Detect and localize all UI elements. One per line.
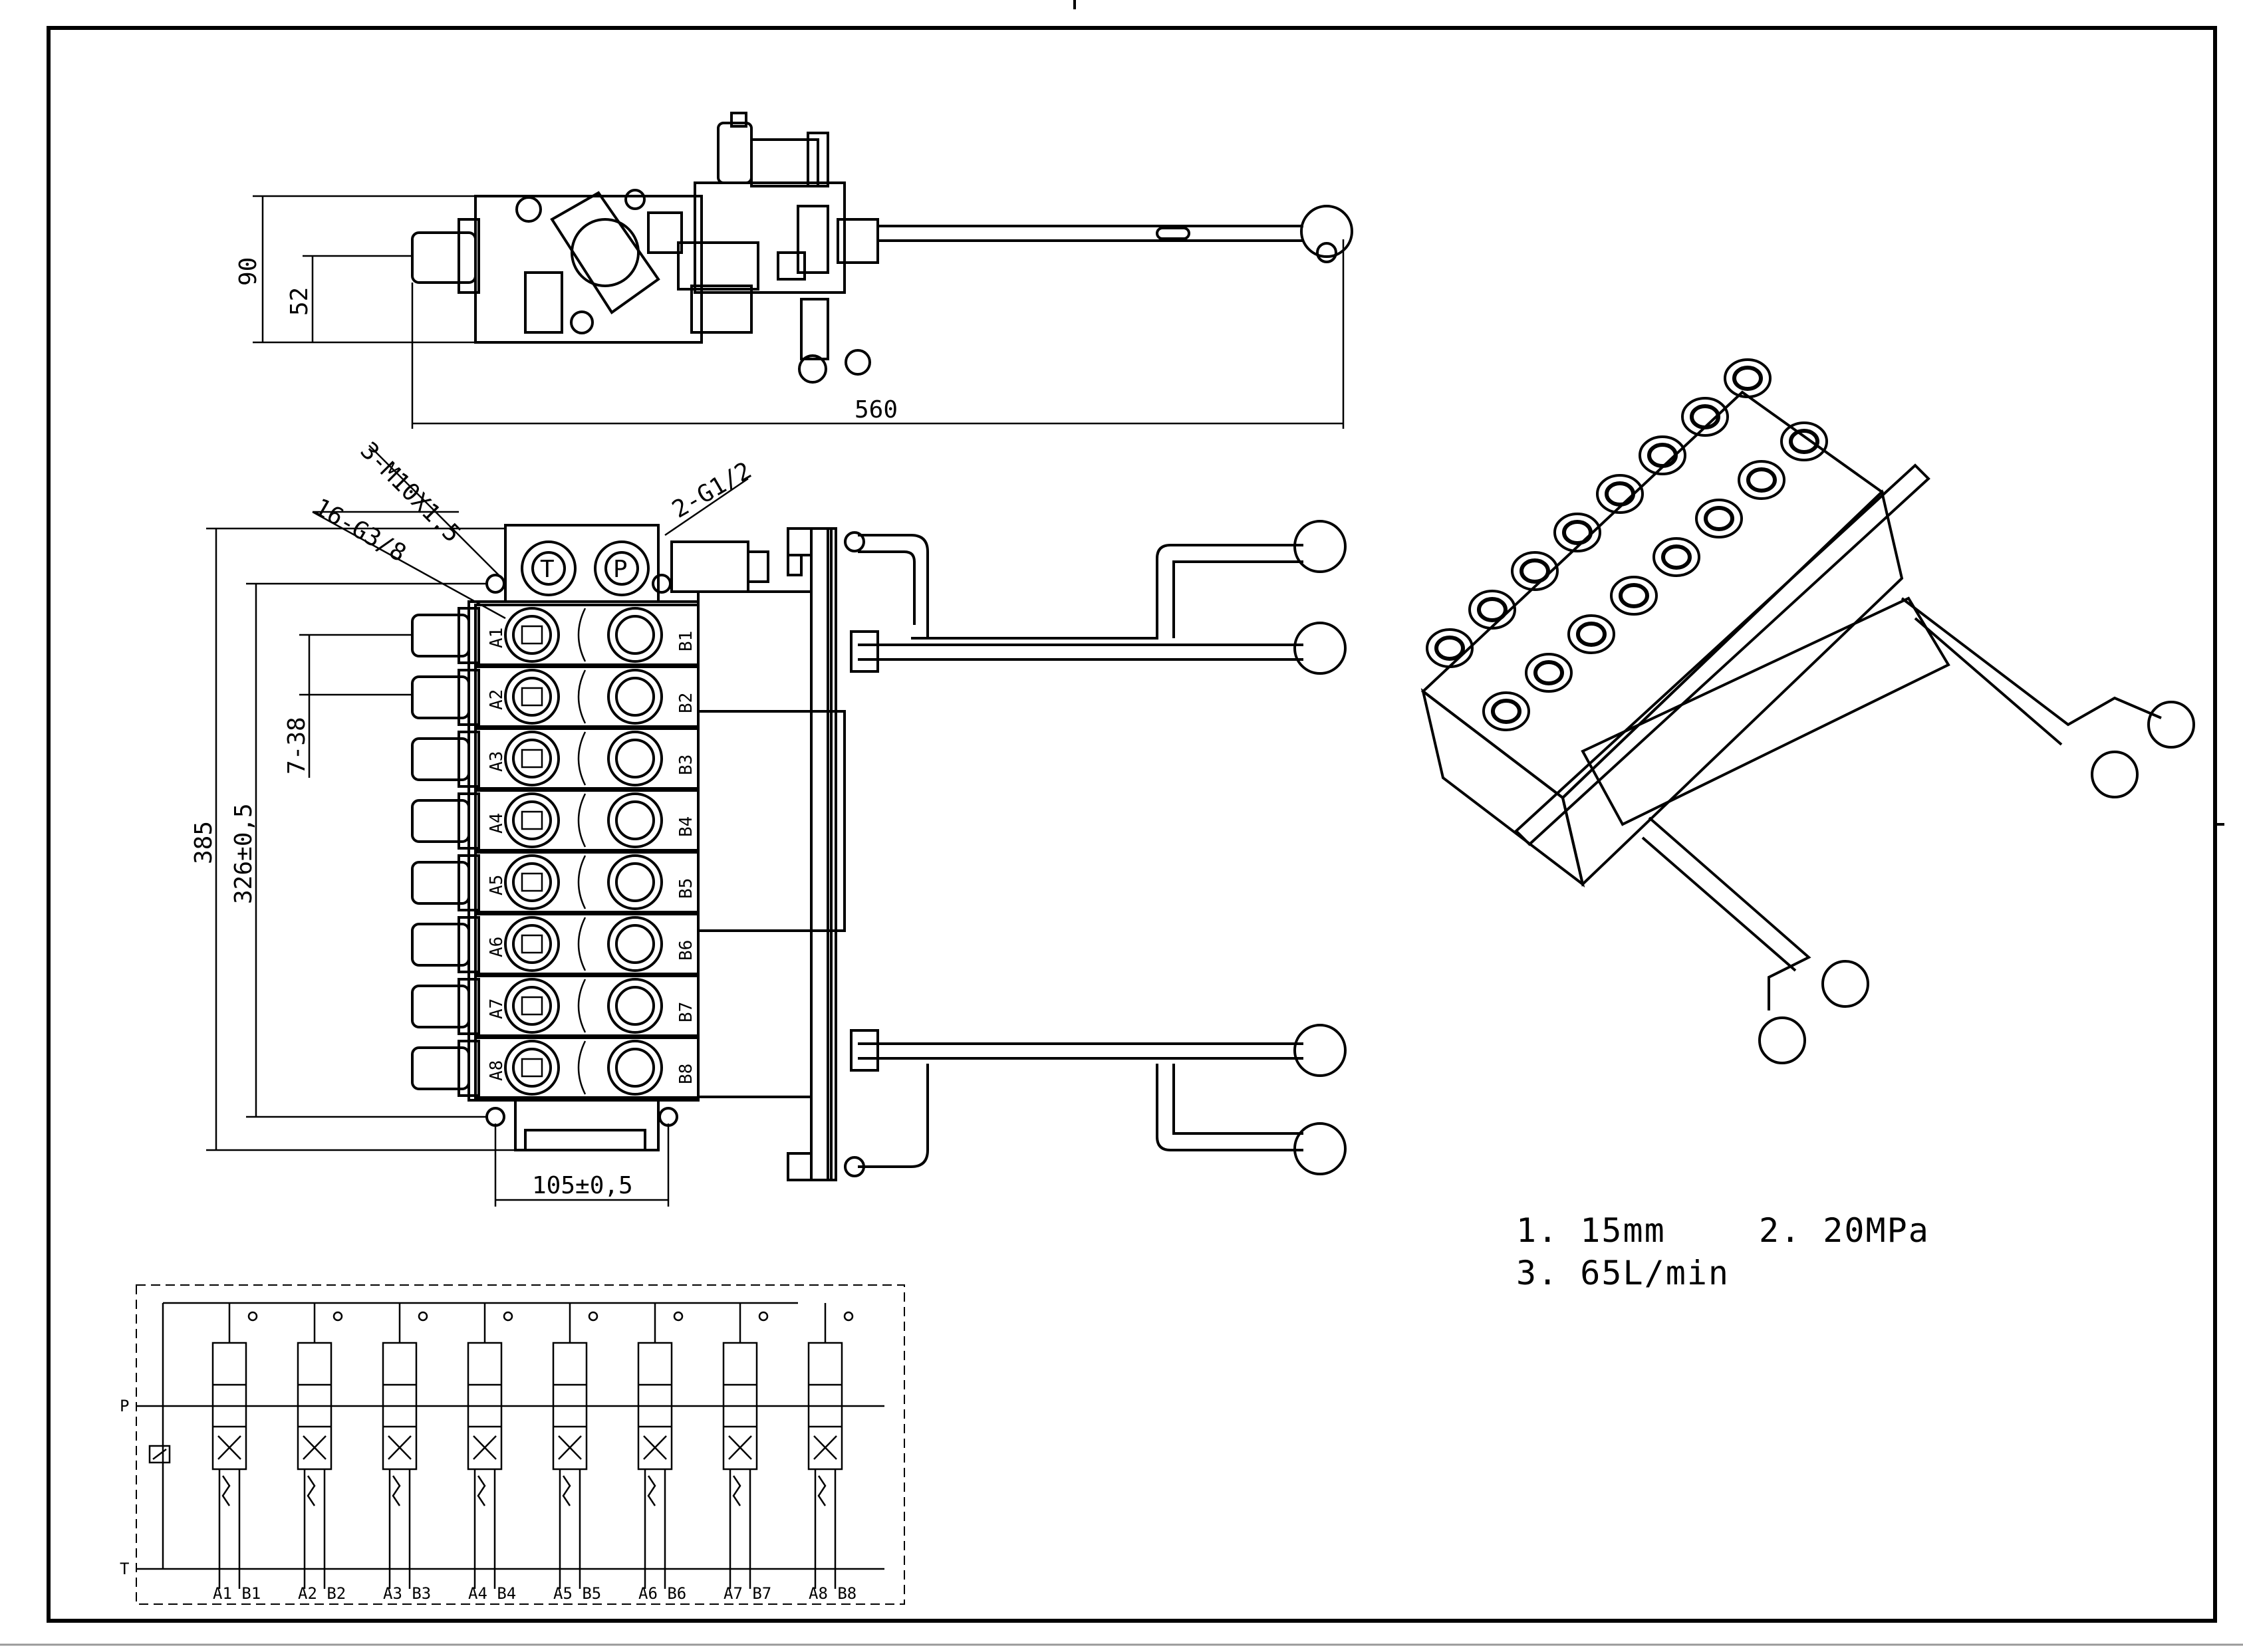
dim-front-total: 385 — [190, 821, 217, 864]
section-a-label: A6 — [487, 937, 507, 957]
note-3: 3. 65L/min — [1516, 1254, 1730, 1292]
isometric-ports — [1426, 358, 1828, 731]
schematic-port-label: A2 B2 — [298, 1584, 346, 1603]
section-b-label: B6 — [676, 940, 696, 961]
note-2: 2. 20MPa — [1759, 1211, 1930, 1250]
schematic-port-label: A7 B7 — [724, 1584, 771, 1603]
iso-port-pair — [1724, 358, 1828, 461]
callout-work-ports: 16-G3/8 — [310, 493, 411, 567]
iso-port-pair — [1511, 551, 1615, 654]
valve-section: B8 A8 — [411, 1036, 700, 1099]
section-a-label: A3 — [487, 751, 507, 772]
schematic-valve: A3 B3 — [382, 1303, 431, 1603]
section-b-label: B8 — [676, 1064, 696, 1084]
schematic-valve: A4 B4 — [467, 1303, 516, 1603]
section-a-label: A2 — [487, 689, 507, 710]
dim-top-length: 560 — [855, 396, 898, 423]
schematic-p-label: P — [120, 1397, 129, 1415]
iso-port-pair — [1553, 513, 1658, 616]
schematic-valve: A2 B2 — [297, 1303, 346, 1603]
valve-section: B7 A7 — [411, 975, 700, 1037]
schematic-valve: A1 B1 — [211, 1303, 261, 1603]
section-a-label: A4 — [487, 813, 507, 834]
schematic-valve: A7 B7 — [722, 1303, 771, 1603]
note-1: 1. 15mm — [1516, 1211, 1666, 1250]
iso-port-pair — [1468, 590, 1573, 693]
notes-block: 1. 15mm 2. 20MPa 3. 65L/min — [1516, 1211, 1930, 1292]
schematic-port-label: A6 B6 — [638, 1584, 686, 1603]
schematic-valve: A5 B5 — [552, 1303, 601, 1603]
callout-main-ports: 2-G1/2 — [668, 457, 756, 524]
port-t-label: T — [540, 556, 555, 583]
dim-top-center: 52 — [286, 287, 313, 316]
section-b-label: B1 — [676, 631, 696, 651]
schematic-port-label: A4 B4 — [468, 1584, 516, 1603]
dim-front-width: 105±0,5 — [532, 1172, 633, 1199]
section-a-label: A7 — [487, 999, 507, 1019]
dim-front-mount: 326±0,5 — [230, 803, 257, 904]
schematic-valve: A6 B6 — [637, 1303, 686, 1603]
section-b-label: B3 — [676, 755, 696, 775]
section-b-label: B4 — [676, 816, 696, 837]
valve-section: B6 A6 — [411, 913, 700, 975]
schematic-port-label: A3 B3 — [383, 1584, 431, 1603]
schematic-port-label: A8 B8 — [809, 1584, 857, 1603]
section-a-label: A8 — [487, 1060, 507, 1081]
section-b-label: B7 — [676, 1002, 696, 1022]
section-a-label: A1 — [487, 628, 507, 648]
section-b-label: B5 — [676, 878, 696, 899]
dim-front-pitch: 7-38 — [283, 717, 311, 774]
iso-port-pair — [1596, 474, 1700, 577]
schematic-port-label: A1 B1 — [213, 1584, 261, 1603]
dim-top-height: 90 — [235, 257, 262, 286]
schematic-t-label: T — [120, 1560, 129, 1578]
schematic-valves: A1 B1 A2 B2 A3 B3 A4 B4 A5 B5 A6 B6 A7 B7 A8 B8 — [211, 1303, 857, 1603]
iso-port-pair — [1426, 628, 1530, 731]
section-b-label: B2 — [676, 693, 696, 713]
valve-section: B2 A2 — [411, 665, 700, 728]
isometric-view — [1420, 358, 2195, 1064]
schematic-valve: A8 B8 — [807, 1303, 857, 1603]
valve-section: B5 A5 — [411, 851, 700, 913]
top-view: 90 52 560 — [235, 112, 1353, 429]
schematic-port-label: A5 B5 — [553, 1584, 601, 1603]
valve-section: B3 A3 — [411, 727, 700, 790]
port-p-label: P — [613, 556, 628, 583]
iso-port-pair — [1639, 435, 1743, 538]
valve-section: B1 A1 — [411, 604, 700, 666]
iso-port-pair — [1681, 397, 1785, 500]
valve-section: B4 A4 — [411, 789, 700, 852]
section-a-label: A5 — [487, 875, 507, 895]
